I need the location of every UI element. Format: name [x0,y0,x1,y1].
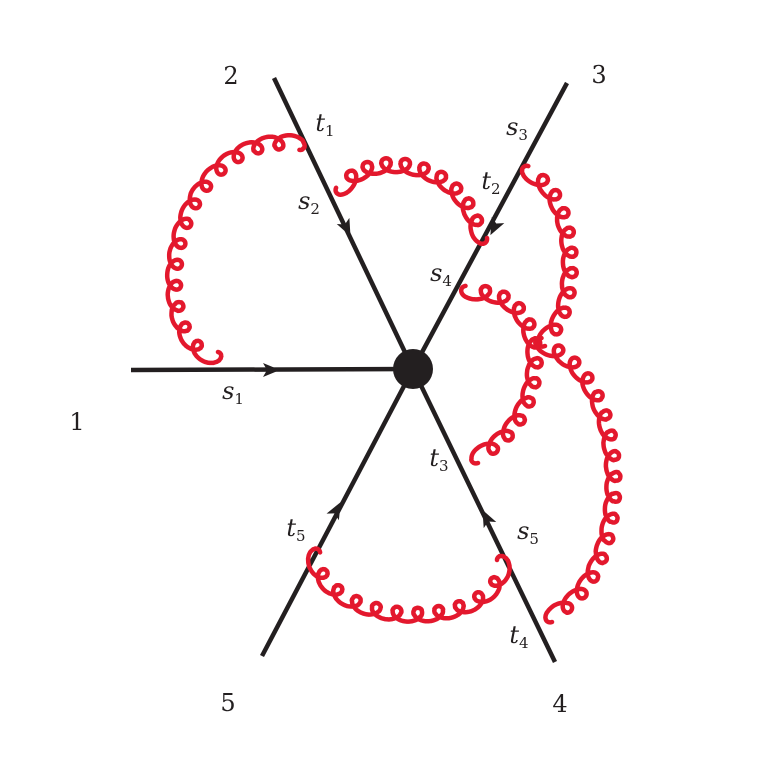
leg-2-line [271,77,416,370]
label-s3: s3 [506,113,528,144]
label-s1: s1 [222,377,244,408]
leg-4-arrow [482,509,497,529]
leg-label-3: 3 [591,61,607,89]
gluon-1 [164,132,307,366]
label-t2: t2 [481,167,501,198]
leg-2-arrow [336,217,351,237]
label-t1: t1 [315,109,335,140]
gluon-2 [333,156,490,247]
label-t3: t3 [429,444,449,475]
label-s4: s4 [430,259,452,290]
leg-3-arrow [490,216,505,236]
label-s5: s5 [517,517,539,548]
leg-label-1: 1 [69,408,85,436]
label-s2: s2 [298,187,320,218]
label-t4: t4 [509,621,529,652]
gluon-3 [519,163,579,349]
gluon-5 [305,546,512,624]
leg-5-arrow [326,501,341,521]
gluon-6 [533,335,623,625]
label-t5: t5 [286,514,306,545]
leg-1-arrow [263,363,280,377]
leg-label-2: 2 [223,62,239,90]
leg-3-line [411,81,569,371]
leg-label-5: 5 [220,689,236,717]
gluon-4 [458,283,544,466]
interaction-vertex [393,349,433,389]
leg-label-4: 4 [552,690,568,718]
